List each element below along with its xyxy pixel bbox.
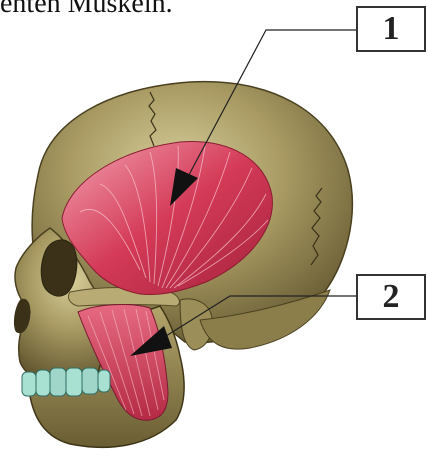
label-1: 1 bbox=[356, 6, 426, 52]
label-2: 2 bbox=[356, 274, 426, 320]
eye-socket bbox=[41, 240, 77, 296]
